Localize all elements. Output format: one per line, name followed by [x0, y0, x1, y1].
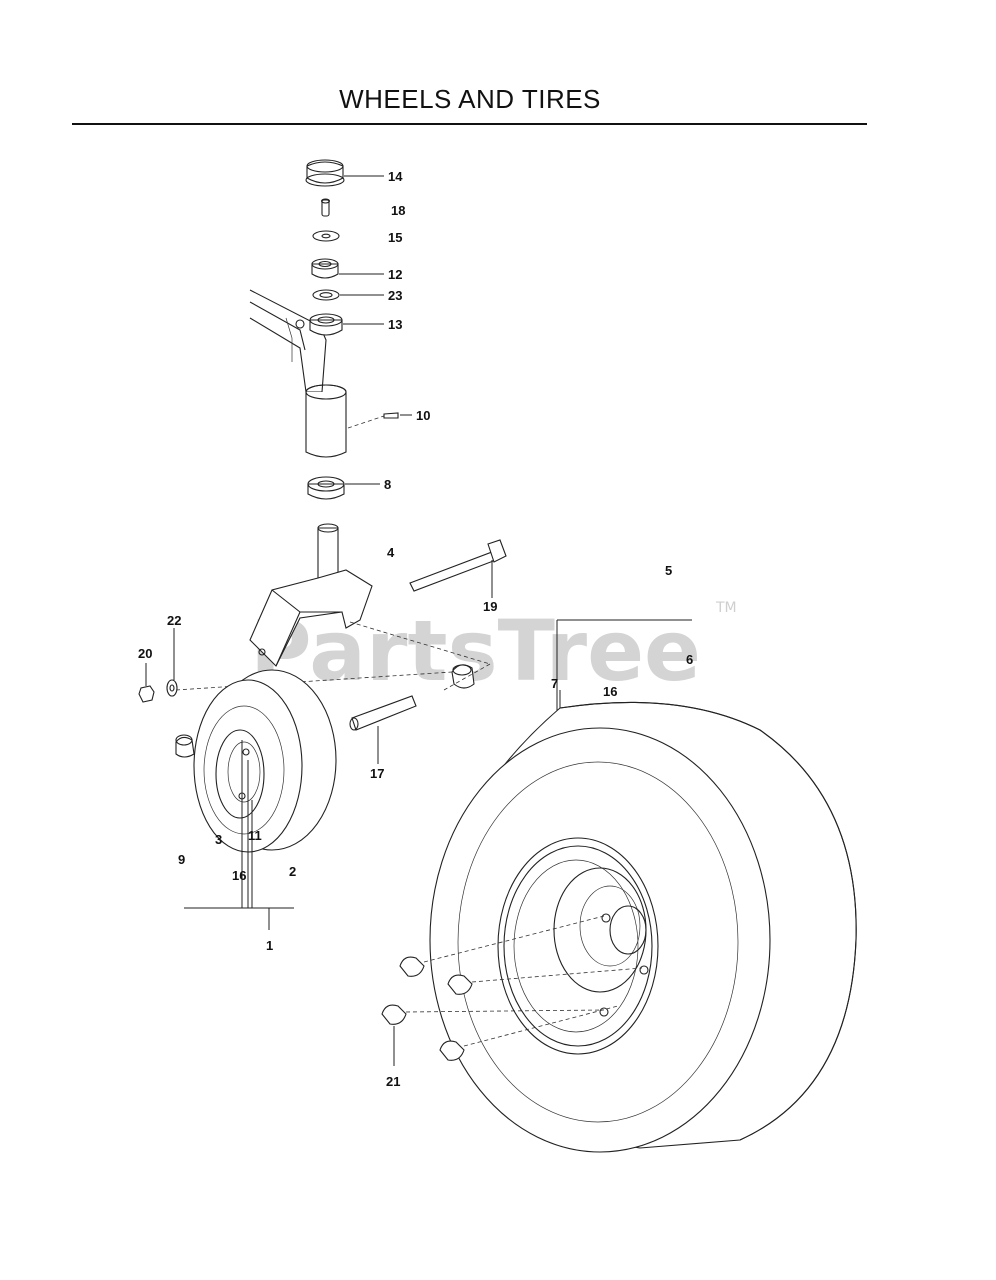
callout-4: 4	[387, 545, 395, 560]
lock-nut-part	[138, 663, 155, 703]
caster-fork-part	[249, 523, 373, 667]
lug-nuts-part	[381, 915, 643, 1066]
washer-part	[312, 230, 340, 242]
callout-2: 2	[289, 864, 296, 879]
callout-6: 6	[686, 652, 693, 667]
callout-22: 22	[167, 613, 181, 628]
callout-1: 1	[266, 938, 273, 953]
watermark: PartsTree	[250, 602, 701, 700]
grease-zerk-part	[347, 412, 412, 429]
callout-10: 10	[416, 408, 430, 423]
caster-wheel-part	[175, 669, 337, 853]
trademark-mark: TM	[715, 600, 737, 616]
callout-23: 23	[388, 288, 402, 303]
drive-wheel-part	[429, 701, 857, 1153]
callout-21: 21	[386, 1074, 400, 1089]
callout-8: 8	[384, 477, 391, 492]
axle-bolt-part	[409, 539, 507, 598]
title-divider	[72, 123, 867, 125]
callout-18: 18	[391, 203, 405, 218]
callout-20: 20	[138, 646, 152, 661]
callout-3: 3	[215, 832, 222, 847]
grease-fitting-part	[320, 198, 331, 217]
lower-bearing-part	[307, 476, 380, 500]
callout-13: 13	[388, 317, 402, 332]
spindle-nut-part	[311, 258, 384, 279]
callout-12: 12	[388, 267, 402, 282]
callout-14: 14	[388, 169, 403, 184]
callout-15: 15	[388, 230, 402, 245]
callout-5: 5	[665, 563, 672, 578]
page-title: WHEELS AND TIRES	[339, 84, 601, 114]
flat-washer-part	[166, 628, 178, 697]
callout-9: 9	[178, 852, 185, 867]
callout-17: 17	[370, 766, 384, 781]
thrust-washer-part	[312, 289, 384, 301]
callout-7: 7	[551, 676, 558, 691]
callout-16-front: 16	[232, 868, 246, 883]
hub-cap-part	[305, 159, 384, 187]
frame-arm-part	[249, 289, 347, 458]
callout-11: 11	[248, 828, 262, 843]
callout-bracket-1	[184, 740, 294, 930]
callout-19: 19	[483, 599, 497, 614]
callout-16-rear: 16	[603, 684, 617, 699]
upper-bearing-part	[309, 313, 384, 336]
